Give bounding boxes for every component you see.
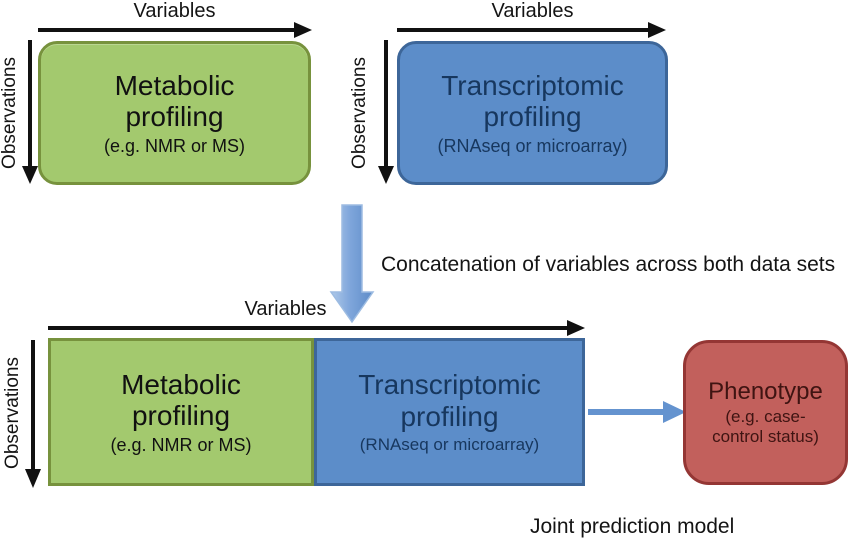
transcriptomic-profiling-box-top: Transcriptomic profiling (RNAseq or micr… xyxy=(397,41,668,185)
variables-axis-arrow-top-right xyxy=(397,22,666,38)
variables-label-top-left: Variables xyxy=(133,0,216,22)
transcriptomic-subtitle: (RNAseq or microarray) xyxy=(437,135,628,156)
variables-label-top-right: Variables xyxy=(491,0,574,22)
phenotype-box: Phenotype (e.g. case-control status) xyxy=(683,340,848,485)
metabolic-profiling-block-bottom: Metabolic profiling (e.g. NMR or MS) xyxy=(48,338,314,486)
observations-label-top-left: Observations xyxy=(0,57,20,169)
metabolic-subtitle: (e.g. NMR or MS) xyxy=(103,135,245,156)
transcriptomic-title: Transcriptomic profiling xyxy=(358,369,541,432)
variables-axis-arrow-top-left xyxy=(38,22,312,38)
concatenation-down-arrow xyxy=(329,204,375,324)
phenotype-subtitle: (e.g. case-control status) xyxy=(712,407,819,446)
metabolic-title: Metabolic profiling xyxy=(114,69,235,133)
observations-axis-arrow-top-right xyxy=(378,40,394,184)
metabolic-profiling-box-top: Metabolic profiling (e.g. NMR or MS) xyxy=(38,41,311,185)
joint-prediction-caption: Joint prediction model xyxy=(530,515,735,538)
variables-label-bottom: Variables xyxy=(244,298,327,320)
observations-label-bottom: Observations xyxy=(2,357,23,469)
phenotype-title: Phenotype xyxy=(708,377,823,405)
observations-label-top-right: Observations xyxy=(349,57,370,169)
phenotype-link-arrow xyxy=(588,401,686,423)
transcriptomic-profiling-block-bottom: Transcriptomic profiling (RNAseq or micr… xyxy=(314,338,585,486)
variables-axis-arrow-bottom xyxy=(48,320,585,336)
transcriptomic-subtitle: (RNAseq or microarray) xyxy=(359,435,540,455)
metabolic-subtitle: (e.g. NMR or MS) xyxy=(110,434,252,455)
metabolic-title: Metabolic profiling xyxy=(121,368,241,432)
concatenation-label: Concatenation of variables across both d… xyxy=(381,253,836,276)
observations-axis-arrow-top-left xyxy=(22,40,38,184)
transcriptomic-title: Transcriptomic profiling xyxy=(441,69,624,133)
observations-axis-arrow-bottom xyxy=(25,340,41,488)
